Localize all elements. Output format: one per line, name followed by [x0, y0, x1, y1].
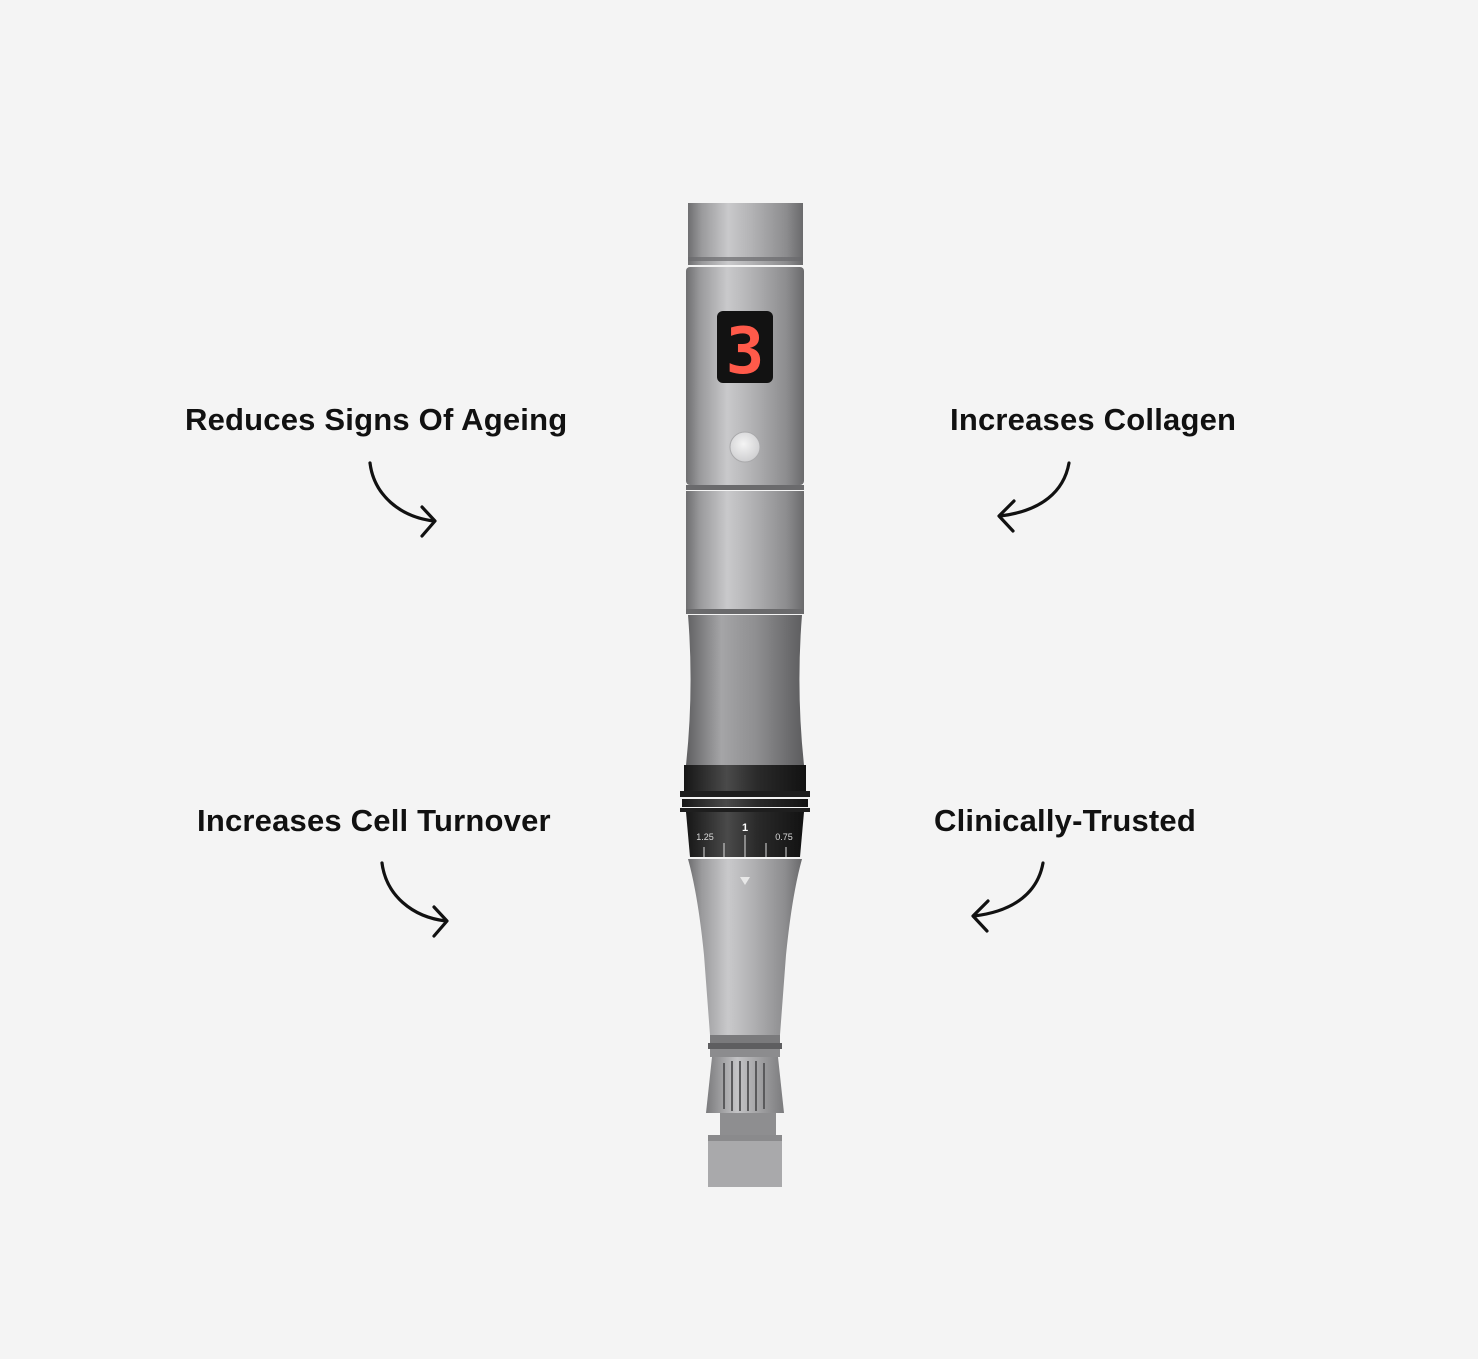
curved-arrow-icon	[368, 461, 437, 538]
benefit-increases-cell-turnover: Increases Cell Turnover	[197, 803, 551, 838]
display-digit: 3	[726, 315, 765, 389]
depth-label-1: 1	[742, 822, 748, 834]
curved-arrow-icon	[380, 861, 449, 938]
microneedling-pen-image: 3 1.25 1 0.75	[680, 203, 810, 1187]
curved-arrow-icon	[997, 461, 1071, 533]
depth-label-1-25: 1.25	[696, 832, 714, 842]
benefit-reduces-signs-of-ageing: Reduces Signs Of Ageing	[185, 402, 568, 437]
depth-label-0-75: 0.75	[775, 832, 793, 842]
benefit-clinically-trusted: Clinically-Trusted	[934, 803, 1196, 838]
benefit-increases-collagen: Increases Collagen	[950, 402, 1237, 437]
curved-arrow-icon	[971, 861, 1045, 933]
